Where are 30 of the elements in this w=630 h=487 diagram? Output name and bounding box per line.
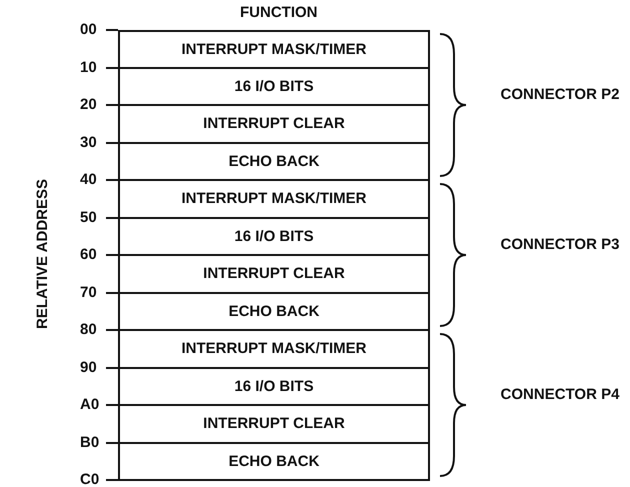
memory-cell: 16 I/O BITS: [118, 366, 430, 406]
address-label: 30: [80, 134, 118, 150]
memory-cell: ECHO BACK: [118, 292, 430, 331]
memory-cell: INTERRUPT CLEAR: [118, 254, 430, 294]
memory-cell: ECHO BACK: [118, 442, 430, 481]
memory-cell: INTERRUPT CLEAR: [118, 404, 430, 444]
address-label: 10: [80, 58, 118, 76]
address-label: A0: [80, 396, 118, 413]
address-label: 00: [80, 21, 118, 38]
memory-cell: ECHO BACK: [118, 142, 430, 181]
connector-label: CONNECTOR P4: [500, 385, 620, 405]
address-label: B0: [80, 434, 118, 450]
memory-cell: 16 I/O BITS: [118, 216, 430, 256]
column-heading: FUNCTION: [240, 4, 318, 21]
axis-title: RELATIVE ADDRESS: [34, 178, 51, 332]
address-label: 50: [80, 208, 118, 226]
address-label: 40: [80, 171, 118, 188]
memory-cell: INTERRUPT MASK/TIMER: [118, 179, 430, 218]
memory-cell: INTERRUPT MASK/TIMER: [118, 30, 430, 68]
address-label: 90: [80, 358, 118, 376]
memory-cell: INTERRUPT CLEAR: [118, 104, 430, 144]
address-label: 70: [80, 284, 118, 300]
connector-label: CONNECTOR P2: [500, 85, 620, 105]
connector-label: CONNECTOR P3: [500, 235, 620, 255]
address-label: 60: [80, 246, 118, 263]
address-label: C0: [80, 471, 118, 487]
memory-cell: 16 I/O BITS: [118, 66, 430, 106]
memory-cell: INTERRUPT MASK/TIMER: [118, 329, 430, 368]
address-label: 20: [80, 96, 118, 113]
address-label: 80: [80, 321, 118, 338]
